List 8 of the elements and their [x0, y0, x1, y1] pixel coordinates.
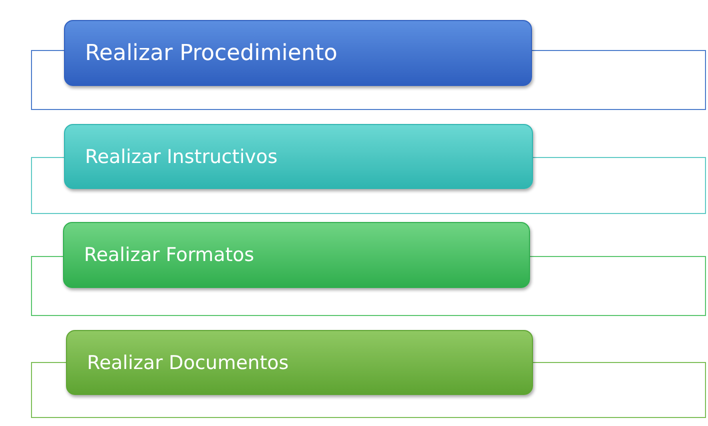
process-box: [63, 222, 530, 288]
process-box: [66, 330, 533, 395]
step-label: Realizar Documentos: [87, 352, 289, 374]
process-box: [64, 20, 532, 86]
step-label: Realizar Procedimiento: [85, 40, 338, 66]
step-label: Realizar Formatos: [84, 244, 254, 266]
process-box: [64, 124, 533, 189]
step-label: Realizar Instructivos: [85, 146, 278, 168]
